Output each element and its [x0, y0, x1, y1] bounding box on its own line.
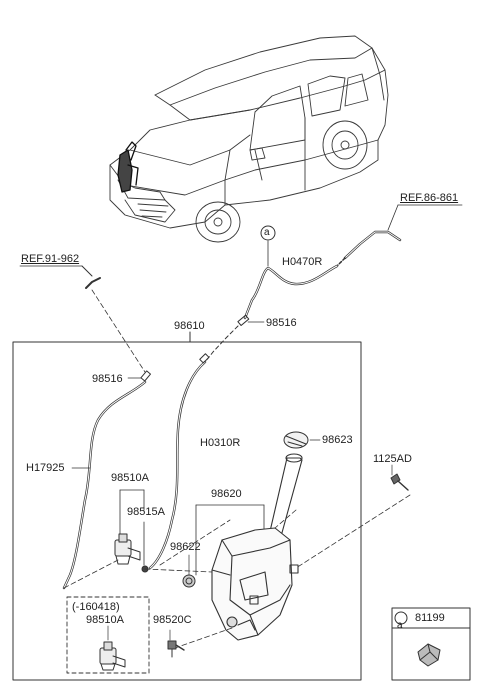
part-98622-label: 98622 [170, 541, 201, 553]
callout-letter: a [264, 227, 270, 238]
ref-86-861-label: REF.86-861 [400, 192, 459, 204]
part-1125ad-label: 1125AD [373, 453, 412, 465]
inset-part-81199-label: 81199 [415, 612, 445, 624]
h17925-label: H17925 [26, 462, 65, 474]
callout-circle [260, 225, 276, 241]
part-98620-label: 98620 [211, 488, 242, 500]
part-98510a-label: 98510A [111, 472, 149, 484]
part-98610-label: 98610 [174, 320, 205, 332]
part-98623-label: 98623 [322, 434, 353, 446]
h0470r-label: H0470R [282, 256, 323, 268]
clip-81199 [417, 643, 441, 667]
variant-box [66, 596, 150, 674]
bolt-1125ad [390, 473, 409, 491]
variant-code-label: (-160418) [72, 601, 120, 613]
washer-reservoir [211, 453, 303, 641]
clip-98520c [167, 640, 185, 658]
part-98510a-variant-label: 98510A [86, 614, 124, 626]
h0310r-label: H0310R [200, 437, 241, 449]
part-98516-lower-label: 98516 [92, 373, 123, 385]
washer-pump [114, 533, 141, 565]
part-98520c-label: 98520C [153, 614, 192, 626]
ref-91-962-label: REF.91-962 [21, 253, 80, 265]
reservoir-cap [283, 431, 309, 449]
washer-pump-variant [99, 641, 126, 671]
assembly-frame [12, 341, 362, 681]
vehicle-illustration [109, 35, 389, 243]
part-98516-upper-label: 98516 [266, 317, 297, 329]
inset-letter: a [397, 620, 403, 631]
inset-box [391, 607, 471, 681]
part-98515a-label: 98515A [127, 506, 165, 518]
